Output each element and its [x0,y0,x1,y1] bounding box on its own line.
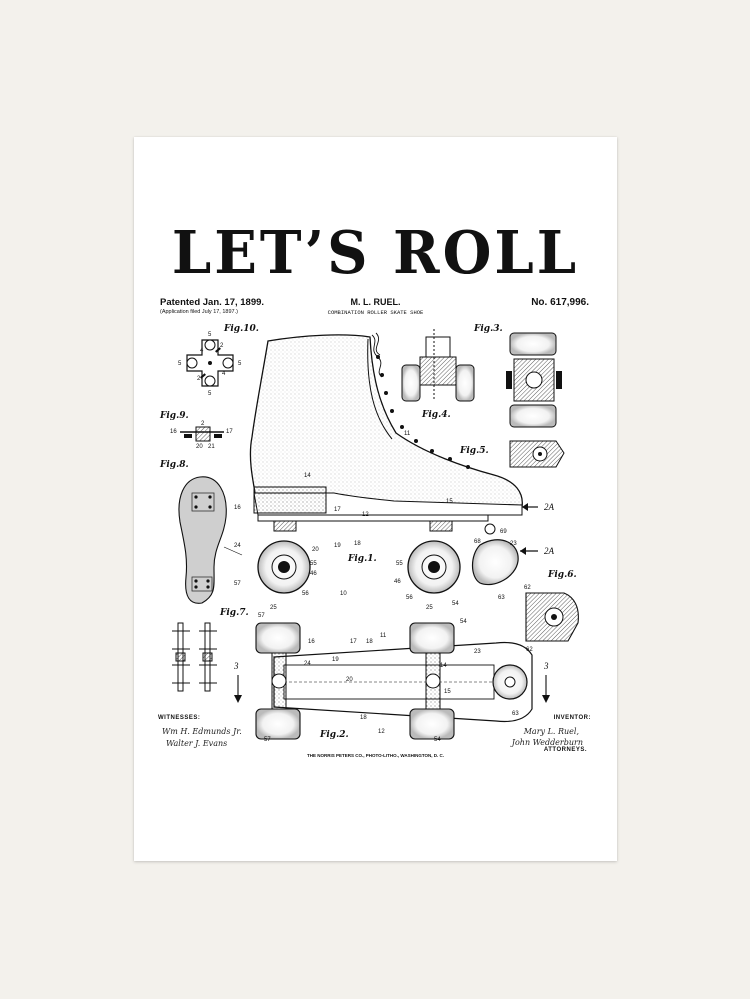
inventor-signature: Mary L. Ruel, [523,727,579,736]
fig4-drawing: Fig.4. [401,329,475,420]
fig4-label: Fig.4. [421,410,451,420]
fig9-label: Fig.9. [159,411,189,421]
svg-text:4: 4 [200,348,204,354]
ref-10: 10 [340,591,347,597]
witnesses-label: WITNESSES: [158,715,201,721]
printer-credit: THE NORRIS PETERS CO., PHOTO-LITHO., WAS… [306,753,445,758]
ref-20-f2: 20 [346,677,353,683]
svg-text:2: 2 [201,421,205,427]
poster-print: LET’S ROLL Patented Jan. 17, 1899. (Appl… [134,137,617,861]
fig1-drawing: 2A 2A Fig.1. 11 14 16 12 17 15 24 20 19 … [234,332,555,611]
svg-text:20: 20 [196,444,203,450]
witness-1-signature: Wm H. Edmunds Jr. [162,727,242,736]
fig6-label: Fig.6. [547,570,577,580]
application-date: (Application filed July 17, 1897.) [160,309,238,315]
ref-56-front: 56 [406,595,413,601]
ref-23-f2: 23 [474,649,481,655]
fig1-label: Fig.1. [347,554,377,564]
svg-text:17: 17 [226,429,233,435]
fig2-label: Fig.2. [319,730,349,740]
fig5-label: Fig.5. [459,446,489,456]
ref-54-f2: 54 [460,619,467,625]
svg-text:5: 5 [208,391,212,397]
ref-14: 14 [304,473,311,479]
ref-16-f2: 16 [308,639,315,645]
ref-3-left: 3 [233,661,239,671]
svg-text:16: 16 [170,429,177,435]
inventor-label: INVENTOR: [553,715,591,721]
ref-18: 18 [354,541,361,547]
fig3-label: Fig.3. [473,324,503,334]
fig1-rear-wheel [257,540,311,594]
svg-text:5: 5 [208,332,212,338]
svg-text:2: 2 [197,376,201,382]
svg-text:4: 4 [222,371,226,377]
ref-17-f2: 17 [350,639,357,645]
fig1-front-wheel [407,540,461,594]
ref-56-rear: 56 [302,591,309,597]
ref-24-f2: 24 [304,661,311,667]
ref-68: 68 [474,539,481,545]
ref-20: 20 [312,547,319,553]
ref-17: 17 [334,507,341,513]
ref-24: 24 [234,543,241,549]
ref-2a-bottom: 2A [544,546,555,556]
svg-text:2: 2 [220,343,224,349]
fig2-drawing: 3 3 Fig.2. 57 54 16 17 18 11 19 20 18 12… [233,613,550,743]
ref-19: 19 [334,543,341,549]
ref-2a-top: 2A [544,502,555,512]
ref-12: 12 [362,512,369,518]
fig6-drawing: Fig.6. [525,570,579,642]
ref-54-f2b: 54 [434,737,441,743]
fig8-drawing: Fig.8. [159,460,243,604]
invention-title: COMBINATION ROLLER SKATE SHOE [327,309,424,316]
ref-18-f2b: 18 [360,715,367,721]
svg-text:5: 5 [178,361,182,367]
fig7-drawing: Fig.7. [172,608,249,692]
attorneys-label: ATTORNEYS. [543,747,587,753]
ref-18-f2: 18 [366,639,373,645]
ref-11-f2: 11 [380,633,387,639]
ref-12-f2: 12 [378,729,385,735]
ref-57-f2: 57 [258,613,265,619]
svg-text:21: 21 [208,444,215,450]
ref-3-right: 3 [543,661,549,671]
ref-62: 62 [524,585,531,591]
ref-15: 15 [446,499,453,505]
fig10-label: Fig.10. [223,324,259,334]
ref-54: 54 [452,601,459,607]
fig8-label: Fig.8. [159,460,189,470]
poster-title: LET’S ROLL [171,218,580,288]
witness-2-signature: Walter J. Evans [166,739,228,748]
ref-62-f2: 62 [526,647,533,653]
ref-15-f2: 15 [444,689,451,695]
patent-number: No. 617,996. [531,297,589,308]
ref-16: 16 [234,505,241,511]
ref-25-rear: 25 [270,605,277,611]
ref-63-f2: 63 [512,711,519,717]
ref-57: 57 [234,581,241,587]
ref-46-rear: 46 [310,571,317,577]
patent-date: Patented Jan. 17, 1899. [160,297,265,308]
ref-69: 69 [500,529,507,535]
ref-19-f2: 19 [332,657,339,663]
svg-text:5: 5 [238,361,242,367]
ref-25-front: 25 [426,605,433,611]
ref-55-front: 55 [396,561,403,567]
fig9-drawing: Fig.9. 2 16 17 20 21 [159,411,233,450]
ref-46-front: 46 [394,579,401,585]
ref-11: 11 [404,431,411,437]
fig10-drawing: Fig.10. 5 5 5 5 2 2 4 4 [178,324,259,397]
ref-63: 63 [498,595,505,601]
fig3-drawing: Fig.3. [473,324,562,428]
inventor-name: M. L. RUEL. [350,297,401,307]
attorney-signature: John Wedderburn [511,738,583,747]
ref-55-rear: 55 [310,561,317,567]
fig7-label: Fig.7. [219,608,249,618]
fig5-drawing: Fig.5. [459,440,565,468]
ref-23: 23 [510,541,517,547]
ref-57-f2b: 57 [264,737,271,743]
ref-14-f2: 14 [440,663,447,669]
